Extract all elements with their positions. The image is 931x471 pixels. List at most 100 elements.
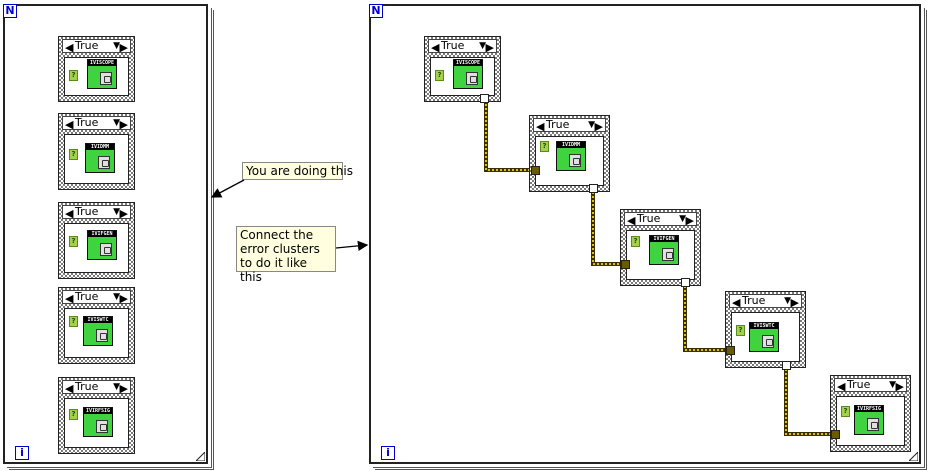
case-frame: ? IVIDMM [64, 134, 129, 184]
case-selector-terminal-icon[interactable]: ? [540, 141, 549, 152]
case-frame: ? IVISCOPE [64, 57, 129, 96]
error-tunnel-out[interactable] [681, 278, 690, 287]
subvi-ividmm[interactable]: IVIDMM [85, 143, 115, 173]
case-selector-terminal-icon[interactable]: ? [69, 316, 78, 327]
case-selector-value: True [75, 39, 99, 52]
error-tunnel-in[interactable] [531, 166, 540, 175]
subvi-ivifgen[interactable]: IVIFGEN [87, 230, 117, 260]
case-selector-terminal-icon[interactable]: ? [631, 236, 640, 247]
error-tunnel-out[interactable] [782, 361, 791, 370]
dropdown-arrow-icon[interactable]: ▼ [588, 120, 595, 130]
subvi-iviswtc[interactable]: IVISWTC [83, 316, 113, 346]
case-selector-terminal-icon[interactable]: ? [69, 149, 78, 160]
case-frame: ? IVIFGEN [626, 230, 695, 280]
error-tunnel-out[interactable] [589, 184, 598, 193]
right-loop-resize-handle[interactable] [909, 452, 918, 461]
case-structure-ivifgen-chained[interactable]: ◀ True ▼ ▶ ? IVIFGEN [620, 209, 701, 286]
increment-arrow-icon[interactable]: ▶ [119, 382, 128, 395]
case-structure-ividmm-chained[interactable]: ◀ True ▼ ▶ ? IVIDMM [529, 115, 610, 192]
subvi-label: IVIRFSIG [84, 408, 112, 414]
document-icon [662, 248, 674, 261]
decrement-arrow-icon[interactable]: ◀ [65, 382, 74, 395]
dropdown-arrow-icon[interactable]: ▼ [889, 380, 896, 390]
case-selector-terminal-icon[interactable]: ? [69, 70, 78, 81]
increment-arrow-icon[interactable]: ▶ [485, 41, 494, 54]
dropdown-arrow-icon[interactable]: ▼ [113, 118, 120, 128]
case-selector-value: True [441, 39, 465, 52]
case-selector[interactable]: ◀ True ▼ ▶ [729, 294, 802, 309]
error-tunnel-in[interactable] [621, 260, 630, 269]
case-selector-terminal-icon[interactable]: ? [435, 70, 444, 81]
case-frame: ? IVIRFSIG [64, 398, 129, 448]
error-tunnel-in[interactable] [726, 346, 735, 355]
case-structure-iviscope-chained[interactable]: ◀ True ▼ ▶ ? IVISCOPE [424, 36, 501, 102]
subvi-label: IVIDMM [557, 142, 585, 148]
subvi-iviswtc[interactable]: IVISWTC [749, 322, 779, 352]
dropdown-arrow-icon[interactable]: ▼ [784, 296, 791, 306]
subvi-ividmm[interactable]: IVIDMM [556, 141, 586, 171]
increment-arrow-icon[interactable]: ▶ [790, 296, 799, 309]
increment-arrow-icon[interactable]: ▶ [119, 207, 128, 220]
dropdown-arrow-icon[interactable]: ▼ [113, 41, 120, 51]
increment-arrow-icon[interactable]: ▶ [119, 41, 128, 54]
error-tunnel-out[interactable] [480, 94, 489, 103]
decrement-arrow-icon[interactable]: ◀ [431, 41, 440, 54]
case-structure-ivirfsig[interactable]: ◀ True ▼ ▶ ? IVIRFSIG [58, 377, 135, 454]
increment-arrow-icon[interactable]: ▶ [119, 292, 128, 305]
case-structure-ividmm[interactable]: ◀ True ▼ ▶ ? IVIDMM [58, 113, 135, 190]
subvi-ivifgen[interactable]: IVIFGEN [649, 235, 679, 265]
case-selector-terminal-icon[interactable]: ? [736, 325, 745, 336]
dropdown-arrow-icon[interactable]: ▼ [113, 207, 120, 217]
decrement-arrow-icon[interactable]: ◀ [65, 118, 74, 131]
dropdown-arrow-icon[interactable]: ▼ [479, 41, 486, 51]
document-icon [100, 72, 112, 85]
case-structure-ivirfsig-chained[interactable]: ◀ True ▼ ▶ ? IVIRFSIG [830, 375, 911, 452]
subvi-label: IVISCOPE [88, 60, 116, 66]
case-selector[interactable]: ◀ True ▼ ▶ [62, 116, 131, 131]
subvi-ivirfsig[interactable]: IVIRFSIG [83, 407, 113, 437]
subvi-ivirfsig[interactable]: IVIRFSIG [854, 405, 884, 435]
error-tunnel-in[interactable] [831, 430, 840, 439]
decrement-arrow-icon[interactable]: ◀ [65, 41, 74, 54]
subvi-iviscope[interactable]: IVISCOPE [453, 59, 483, 89]
increment-arrow-icon[interactable]: ▶ [895, 380, 904, 393]
left-loop-count-terminal[interactable]: N [3, 4, 17, 18]
subvi-label: IVIFGEN [88, 231, 116, 237]
case-selector[interactable]: ◀ True ▼ ▶ [62, 290, 131, 305]
case-structure-iviscope[interactable]: ◀ True ▼ ▶ ? IVISCOPE [58, 36, 135, 102]
case-structure-ivifgen[interactable]: ◀ True ▼ ▶ ? IVIFGEN [58, 202, 135, 279]
increment-arrow-icon[interactable]: ▶ [119, 118, 128, 131]
increment-arrow-icon[interactable]: ▶ [594, 120, 603, 133]
subvi-label: IVIDMM [86, 144, 114, 150]
case-selector[interactable]: ◀ True ▼ ▶ [624, 212, 697, 227]
decrement-arrow-icon[interactable]: ◀ [65, 292, 74, 305]
case-selector[interactable]: ◀ True ▼ ▶ [834, 378, 907, 393]
case-selector[interactable]: ◀ True ▼ ▶ [62, 205, 131, 220]
case-structure-iviswtc[interactable]: ◀ True ▼ ▶ ? IVISWTC [58, 287, 135, 364]
case-structure-iviswtc-chained[interactable]: ◀ True ▼ ▶ ? IVISWTC [725, 291, 806, 368]
case-selector-terminal-icon[interactable]: ? [841, 406, 850, 417]
decrement-arrow-icon[interactable]: ◀ [65, 207, 74, 220]
decrement-arrow-icon[interactable]: ◀ [627, 214, 636, 227]
case-selector[interactable]: ◀ True ▼ ▶ [428, 39, 497, 54]
increment-arrow-icon[interactable]: ▶ [685, 214, 694, 227]
case-selector-value: True [546, 118, 570, 131]
dropdown-arrow-icon[interactable]: ▼ [113, 382, 120, 392]
case-selector-value: True [75, 290, 99, 303]
dropdown-arrow-icon[interactable]: ▼ [113, 292, 120, 302]
case-selector-terminal-icon[interactable]: ? [69, 236, 78, 247]
case-selector-value: True [75, 205, 99, 218]
case-selector[interactable]: ◀ True ▼ ▶ [62, 39, 131, 54]
left-loop-resize-handle[interactable] [196, 452, 205, 461]
subvi-iviscope[interactable]: IVISCOPE [87, 59, 117, 89]
case-selector-terminal-icon[interactable]: ? [69, 409, 78, 420]
case-frame: ? IVIRFSIG [836, 396, 905, 446]
case-frame: ? IVISCOPE [430, 57, 495, 96]
right-loop-count-terminal[interactable]: N [369, 4, 383, 18]
decrement-arrow-icon[interactable]: ◀ [732, 296, 741, 309]
case-selector[interactable]: ◀ True ▼ ▶ [62, 380, 131, 395]
decrement-arrow-icon[interactable]: ◀ [837, 380, 846, 393]
case-selector[interactable]: ◀ True ▼ ▶ [533, 118, 606, 133]
dropdown-arrow-icon[interactable]: ▼ [679, 214, 686, 224]
decrement-arrow-icon[interactable]: ◀ [536, 120, 545, 133]
